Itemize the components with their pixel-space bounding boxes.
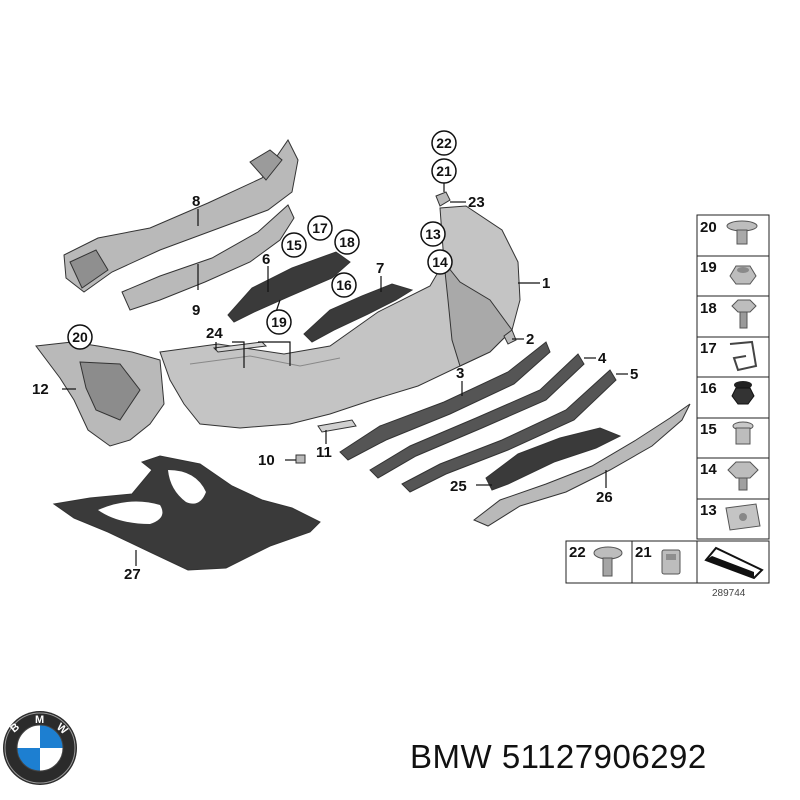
legend-row-17: 17 xyxy=(700,340,758,372)
svg-text:14: 14 xyxy=(432,254,448,270)
part-label-6: 6 xyxy=(262,251,270,268)
part-label-7: 7 xyxy=(376,260,384,277)
part-25-shape xyxy=(485,427,622,491)
expanding-rivet-icon xyxy=(731,381,755,405)
part-27-shape xyxy=(52,455,321,571)
part-11-shape xyxy=(317,419,357,433)
svg-text:13: 13 xyxy=(700,502,717,519)
svg-text:15: 15 xyxy=(286,237,302,253)
bottom-legend: 22 21 289744 xyxy=(565,540,770,599)
callout-22: 22 xyxy=(431,130,457,156)
part-24-shape xyxy=(212,341,268,353)
legend-cell-wedge xyxy=(704,546,764,580)
part-1-shape xyxy=(159,205,521,429)
callout-19: 19 xyxy=(266,309,292,335)
part-label-24: 24 xyxy=(206,325,223,342)
callout-20: 20 xyxy=(67,324,93,350)
svg-text:21: 21 xyxy=(436,163,452,179)
svg-text:16: 16 xyxy=(700,380,717,397)
svg-text:17: 17 xyxy=(700,340,717,357)
part-label-5: 5 xyxy=(630,366,638,383)
callout-16: 16 xyxy=(331,272,357,298)
part-label-27: 27 xyxy=(124,566,141,583)
legend-row-16: 16 xyxy=(700,380,755,405)
part-label-2: 2 xyxy=(526,331,534,348)
part-label-11: 11 xyxy=(316,444,332,461)
wedge-icon xyxy=(704,546,764,580)
part-label-26: 26 xyxy=(596,489,613,506)
diagram-code: 289744 xyxy=(712,588,746,599)
legend-row-19: 19 xyxy=(700,259,757,285)
svg-text:22: 22 xyxy=(569,544,586,561)
legend-row-20: 20 xyxy=(700,219,758,245)
part-12-shape xyxy=(35,341,165,447)
callout-17: 17 xyxy=(307,215,333,241)
main-part-labels: 8 9 6 7 1 2 3 4 5 10 11 12 23 24 25 26 2… xyxy=(32,193,638,583)
part-label-12: 12 xyxy=(32,381,49,398)
svg-text:16: 16 xyxy=(336,277,352,293)
legend-row-15: 15 xyxy=(700,421,754,445)
part-label-10: 10 xyxy=(258,452,275,469)
part-label-4: 4 xyxy=(598,350,607,367)
part-number-caption: BMW 51127906292 xyxy=(410,738,707,775)
clip-nut-icon xyxy=(725,503,761,531)
part-26-shape xyxy=(473,403,691,527)
part-10-shape xyxy=(295,454,306,464)
part-5-shape xyxy=(401,369,617,493)
svg-text:14: 14 xyxy=(700,461,717,478)
legend-cell-21: 21 xyxy=(635,544,681,575)
callout-15: 15 xyxy=(281,232,307,258)
svg-text:20: 20 xyxy=(72,329,88,345)
legend-row-18: 18 xyxy=(700,299,757,329)
part-label-9: 9 xyxy=(192,302,200,319)
callout-14: 14 xyxy=(427,249,453,275)
part-6-shape xyxy=(227,251,351,323)
spring-clip-icon xyxy=(729,340,758,372)
part-23-shape xyxy=(435,191,451,207)
svg-text:17: 17 xyxy=(312,220,328,236)
svg-text:22: 22 xyxy=(436,135,452,151)
bolt-icon xyxy=(593,546,623,577)
legend-row-13: 13 xyxy=(700,502,761,531)
part-label-25: 25 xyxy=(450,478,467,495)
legend-cell-22: 22 xyxy=(569,544,623,577)
svg-text:18: 18 xyxy=(339,234,355,250)
part-label-3: 3 xyxy=(456,365,464,382)
callout-13: 13 xyxy=(420,221,446,247)
bmw-logo: B M W xyxy=(3,711,77,785)
callout-18: 18 xyxy=(334,229,360,255)
svg-text:20: 20 xyxy=(700,219,717,236)
hex-nut-icon xyxy=(729,265,757,285)
svg-text:15: 15 xyxy=(700,421,717,438)
part-8-shape xyxy=(63,139,299,293)
part-label-1: 1 xyxy=(542,275,550,292)
fastener-legend: 20 19 18 17 16 15 14 13 xyxy=(696,214,770,540)
callout-21: 21 xyxy=(431,158,457,184)
part-label-23: 23 xyxy=(468,194,485,211)
body-nut-icon xyxy=(727,461,759,491)
part-2-shape xyxy=(503,329,517,345)
svg-text:21: 21 xyxy=(635,544,652,561)
legend-row-14: 14 xyxy=(700,461,759,491)
svg-text:13: 13 xyxy=(425,226,441,242)
svg-text:19: 19 xyxy=(271,314,287,330)
svg-text:M: M xyxy=(35,714,44,726)
svg-text:18: 18 xyxy=(700,300,717,317)
part-4-shape xyxy=(369,353,585,479)
grommet-icon xyxy=(661,549,681,575)
part-label-8: 8 xyxy=(192,193,200,210)
part-7-shape xyxy=(303,283,414,343)
part-3-shape xyxy=(339,341,551,461)
svg-text:19: 19 xyxy=(700,259,717,276)
part-9-shape xyxy=(121,204,295,311)
plug-clip-icon xyxy=(732,421,754,445)
plastic-nut-icon xyxy=(726,220,758,245)
screw-icon xyxy=(731,299,757,329)
circled-callouts: 22 21 13 14 17 15 18 16 19 20 xyxy=(67,130,457,350)
